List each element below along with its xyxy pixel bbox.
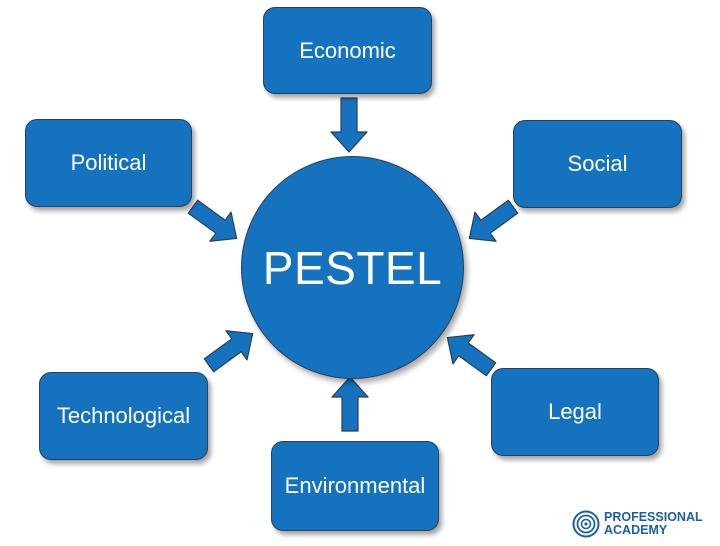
arrow-economic xyxy=(330,97,368,153)
arrow-technological xyxy=(197,318,264,381)
political-box: Political xyxy=(25,119,192,207)
logo-wordmark: PROFESSIONAL ACADEMY xyxy=(604,511,703,537)
technological-label: Technological xyxy=(56,403,191,428)
legal-box: Legal xyxy=(491,368,659,456)
legal-label: Legal xyxy=(548,399,602,424)
logo-line-1: PROFESSIONAL xyxy=(604,510,703,524)
arrow-environmental xyxy=(331,376,369,432)
economic-box: Economic xyxy=(263,7,432,94)
environmental-box: Environmental xyxy=(271,441,439,531)
logo-line-2: ACADEMY xyxy=(604,523,668,537)
environmental-label: Environmental xyxy=(284,473,426,498)
pestel-circle: PESTEL xyxy=(241,156,464,379)
pestel-title: PESTEL xyxy=(262,241,443,294)
economic-label: Economic xyxy=(299,37,396,63)
arrow-political xyxy=(181,191,248,254)
social-label: Social xyxy=(567,151,628,176)
social-box: Social xyxy=(513,120,682,208)
academy-logo-icon xyxy=(572,510,600,538)
technological-box: Technological xyxy=(39,372,208,460)
professional-academy-logo: PROFESSIONAL ACADEMY xyxy=(572,510,703,538)
political-label: Political xyxy=(70,150,147,175)
